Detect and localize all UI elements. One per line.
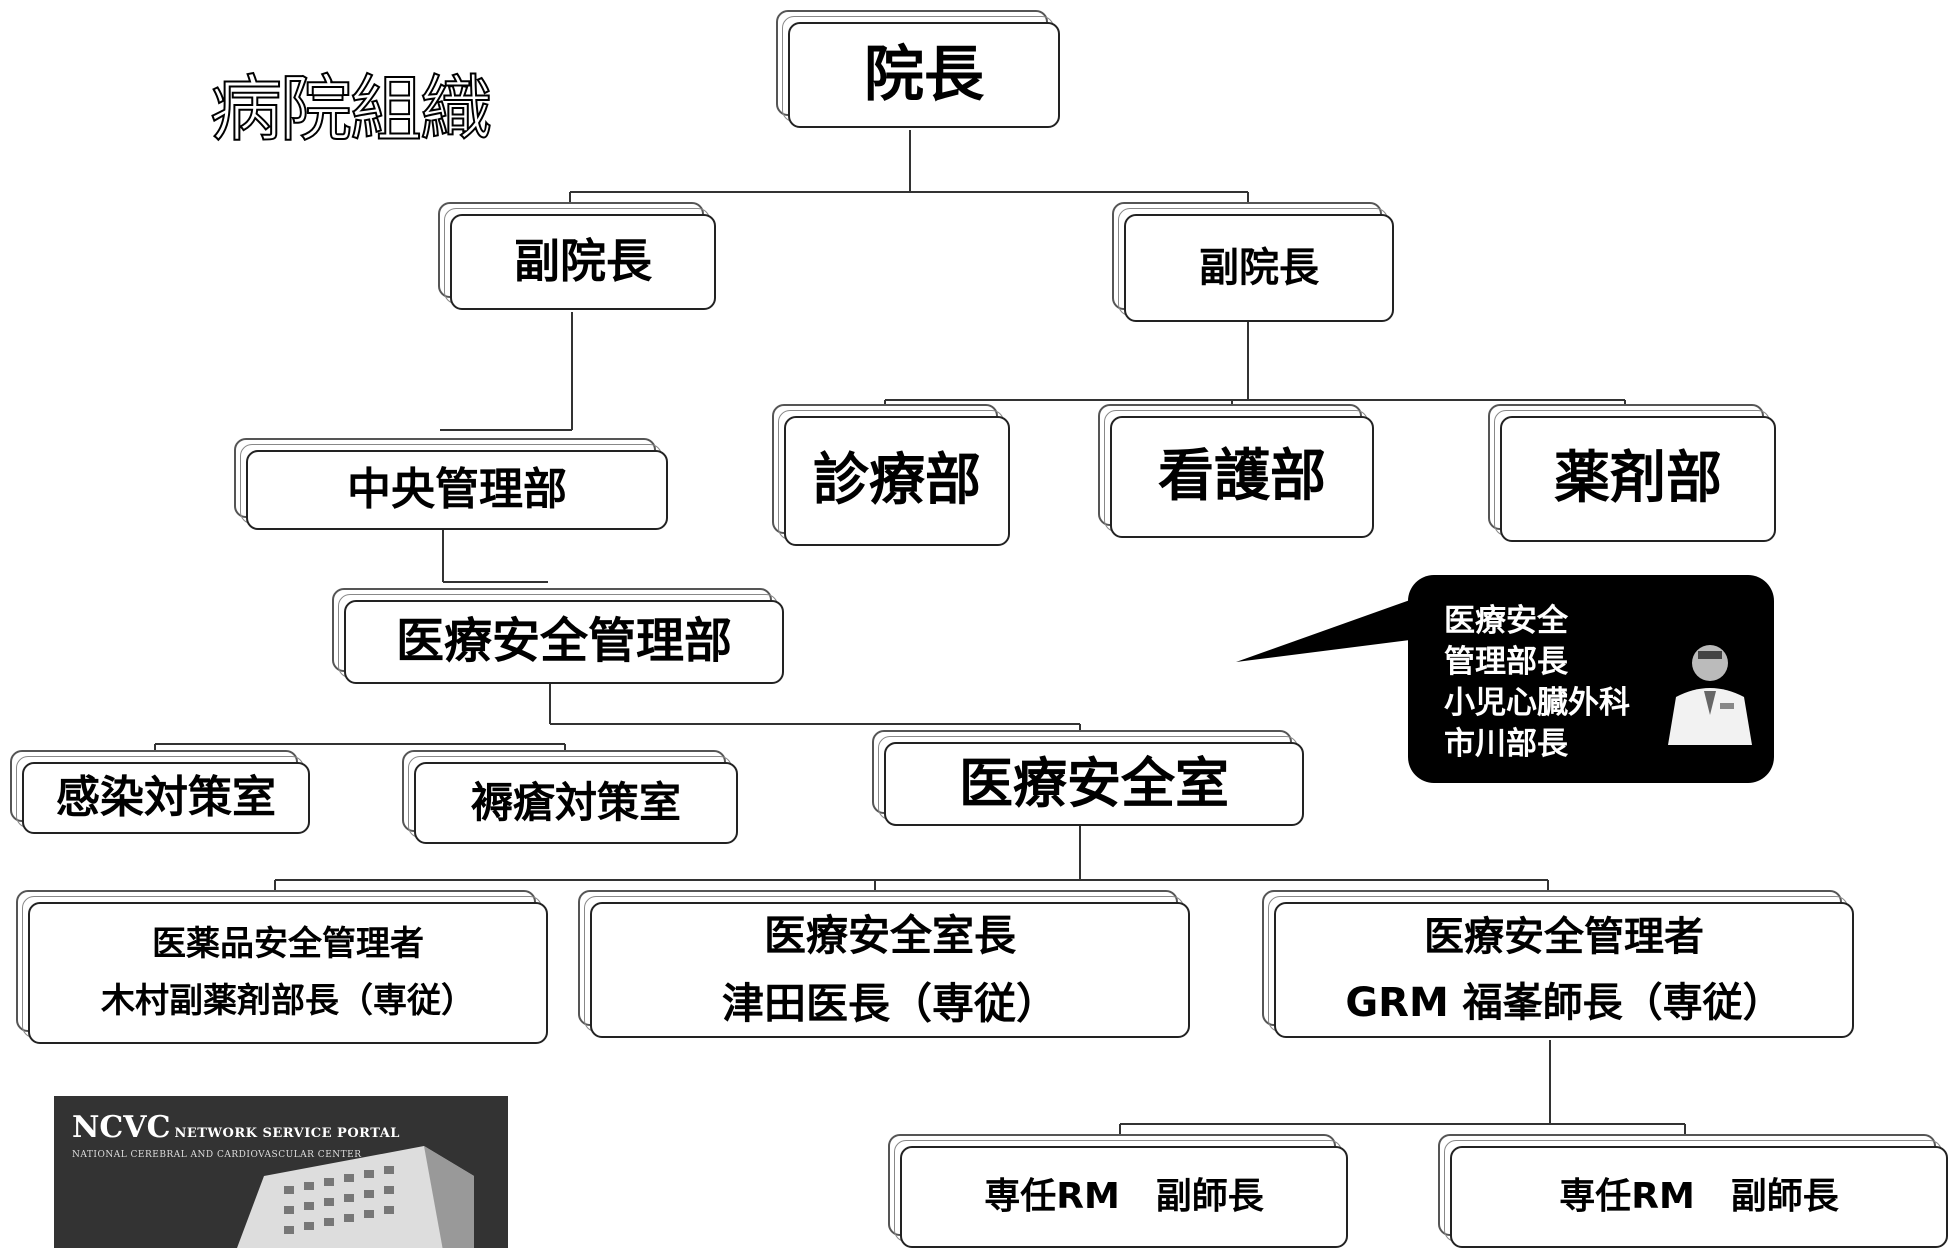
node-medical-department: 診療部 [772, 404, 1010, 546]
node-medical-department-label: 診療部 [784, 416, 1010, 546]
node-pressure-ulcer-control: 褥瘡対策室 [402, 750, 738, 844]
portal-logo: NCVC [72, 1110, 171, 1145]
portal-name: NETWORK SERVICE PORTAL [174, 1126, 400, 1141]
drug-safety-manager-person: 木村副薬剤部長（専従） [101, 981, 475, 1021]
node-director: 院長 [776, 10, 1060, 128]
node-nursing-department: 看護部 [1098, 404, 1374, 538]
drug-safety-manager-role: 医薬品安全管理者 [152, 924, 424, 965]
safety-manager-role: 医療安全管理者 [1424, 914, 1704, 960]
safety-manager-person: GRM 福峯師長（専従） [1345, 980, 1783, 1026]
node-pharmacy-department-label: 薬剤部 [1500, 416, 1776, 542]
node-medical-safety-management: 医療安全管理部 [332, 588, 784, 684]
node-central-management: 中央管理部 [234, 438, 668, 530]
node-vice-director-right-label: 副院長 [1124, 214, 1394, 322]
node-infection-control: 感染対策室 [10, 750, 310, 834]
callout-text: 医療安全 管理部長 小児心臓外科 市川部長 [1444, 603, 1630, 762]
doctor-photo-icon [1668, 645, 1752, 745]
node-rm-left-label: 専任RM 副師長 [900, 1146, 1348, 1248]
node-rm-left: 専任RM 副師長 [888, 1134, 1348, 1248]
node-vice-director-right: 副院長 [1112, 202, 1394, 322]
node-drug-safety-manager: 医薬品安全管理者 木村副薬剤部長（専従） [16, 890, 548, 1044]
node-pressure-ulcer-control-label: 褥瘡対策室 [414, 762, 738, 844]
node-director-label: 院長 [788, 22, 1060, 128]
safety-office-head-person: 津田医長（専従） [721, 979, 1058, 1028]
node-nursing-department-label: 看護部 [1110, 416, 1374, 538]
node-central-management-label: 中央管理部 [246, 450, 668, 530]
building-photo-icon [237, 1146, 474, 1248]
node-rm-right-label: 専任RM 副師長 [1450, 1146, 1948, 1248]
safety-office-head-role: 医療安全室長 [763, 910, 1016, 960]
page-title: 病院組織 [209, 66, 493, 152]
node-rm-right: 専任RM 副師長 [1438, 1134, 1948, 1248]
node-medical-safety-office: 医療安全室 [872, 730, 1304, 826]
node-pharmacy-department: 薬剤部 [1488, 404, 1776, 542]
node-vice-director-left-label: 副院長 [450, 214, 716, 310]
node-medical-safety-management-label: 医療安全管理部 [344, 600, 784, 684]
portal-subtitle: NATIONAL CEREBRAL AND CARDIOVASCULAR CEN… [72, 1150, 362, 1160]
node-safety-office-head: 医療安全室長 津田医長（専従） [578, 890, 1190, 1038]
callout-bubble: 医療安全 管理部長 小児心臓外科 市川部長 [1408, 575, 1774, 783]
node-safety-manager: 医療安全管理者 GRM 福峯師長（専従） [1262, 890, 1854, 1038]
node-vice-director-left: 副院長 [438, 202, 716, 310]
node-infection-control-label: 感染対策室 [22, 762, 310, 834]
node-medical-safety-office-label: 医療安全室 [884, 742, 1304, 826]
